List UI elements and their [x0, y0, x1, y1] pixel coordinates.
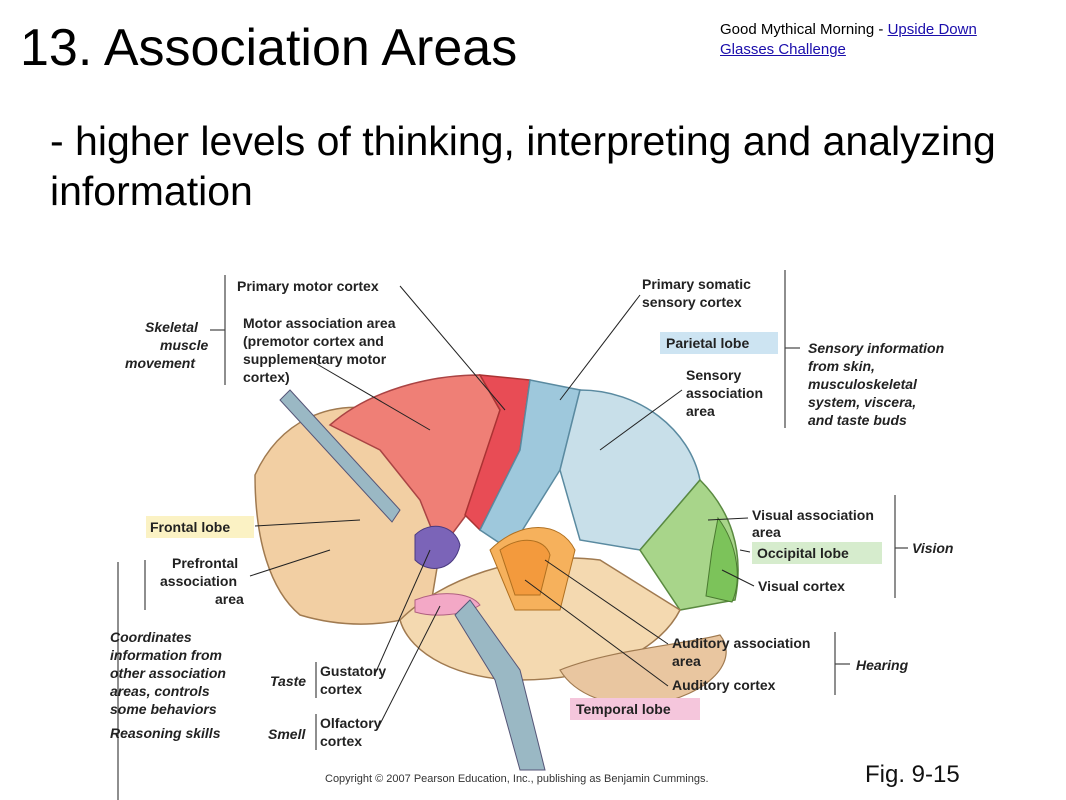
label-gustatory-1: Gustatory: [320, 663, 386, 679]
label-sensory-assoc-1: Sensory: [686, 367, 741, 383]
label-sensory-info-5: and taste buds: [808, 412, 907, 428]
label-visual-assoc-2: area: [752, 524, 781, 540]
auditory-region: [499, 539, 551, 596]
label-vision: Vision: [912, 540, 954, 556]
label-sensory-info-3: musculoskeletal: [808, 376, 918, 392]
label-prefrontal-3: area: [215, 591, 244, 607]
label-prefrontal-2: association: [160, 573, 237, 589]
leader-lines: [249, 285, 755, 729]
label-motor-association-2: (premotor cortex and: [243, 333, 384, 349]
label-frontal-lobe: Frontal lobe: [150, 519, 230, 535]
brain-illustration: [254, 374, 739, 771]
label-sensory-info-4: system, viscera,: [808, 394, 916, 410]
label-coordinates-1: Coordinates: [110, 629, 192, 645]
gustatory-region: [414, 525, 461, 569]
label-auditory-cortex: Auditory cortex: [672, 677, 776, 693]
label-sensory-info-1: Sensory information: [808, 340, 944, 356]
label-skeletal-1: Skeletal: [145, 319, 199, 335]
label-coordinates-2: information from: [110, 647, 222, 663]
label-taste: Taste: [270, 673, 306, 689]
label-prefrontal-1: Prefrontal: [172, 555, 238, 571]
label-primary-somatic-2: sensory cortex: [642, 294, 742, 310]
label-motor-association-1: Motor association area: [243, 315, 396, 331]
label-hearing: Hearing: [856, 657, 909, 673]
label-primary-somatic-1: Primary somatic: [642, 276, 751, 292]
label-coordinates-4: areas, controls: [110, 683, 210, 699]
parietal-lobe-box: [660, 332, 778, 354]
reference-link[interactable]: Upside Down Glasses Challenge: [720, 21, 977, 58]
label-sensory-assoc-3: area: [686, 403, 715, 419]
occipital-lobe-box: [752, 542, 882, 564]
visual-cortex-region: [705, 516, 738, 603]
label-smell: Smell: [268, 726, 306, 742]
slide-subtitle: - higher levels of thinking, interpretin…: [50, 118, 996, 214]
probe: [279, 389, 401, 523]
label-olfactory-1: Olfactory: [320, 715, 382, 731]
brain-diagram: Primary motor cortex Motor association a…: [110, 270, 960, 800]
temporal-lobe-box: [570, 698, 700, 720]
label-motor-association-4: cortex): [243, 369, 290, 385]
label-skeletal-2: muscle: [160, 337, 208, 353]
copyright-note: Copyright © 2007 Pearson Education, Inc.…: [325, 773, 709, 785]
brainstem: [454, 599, 546, 771]
label-visual-assoc-1: Visual association: [752, 507, 874, 523]
reference-note: Good Mythical Morning - Upside Down Glas…: [720, 20, 1010, 60]
label-temporal-lobe: Temporal lobe: [576, 701, 671, 717]
label-auditory-assoc-1: Auditory association: [672, 635, 810, 651]
reference-prefix: Good Mythical Morning -: [720, 21, 888, 38]
label-coordinates-5: some behaviors: [110, 701, 217, 717]
slide-title: 13. Association Areas: [20, 19, 518, 77]
label-olfactory-2: cortex: [320, 733, 362, 749]
label-parietal-lobe: Parietal lobe: [666, 335, 749, 351]
figure-label: Fig. 9-15: [865, 761, 960, 788]
motor-association-region: [328, 374, 501, 552]
label-skeletal-3: movement: [125, 355, 196, 371]
frontal-lobe-box: [146, 516, 254, 538]
label-coordinates-3: other association: [110, 665, 226, 681]
label-visual-cortex: Visual cortex: [758, 578, 845, 594]
label-auditory-assoc-2: area: [672, 653, 701, 669]
label-gustatory-2: cortex: [320, 681, 362, 697]
label-occipital-lobe: Occipital lobe: [757, 545, 849, 561]
label-sensory-assoc-2: association: [686, 385, 763, 401]
label-motor-association-3: supplementary motor: [243, 351, 387, 367]
label-reasoning-skills: Reasoning skills: [110, 725, 221, 741]
label-sensory-info-2: from skin,: [808, 358, 875, 374]
label-primary-motor-cortex: Primary motor cortex: [237, 278, 379, 294]
